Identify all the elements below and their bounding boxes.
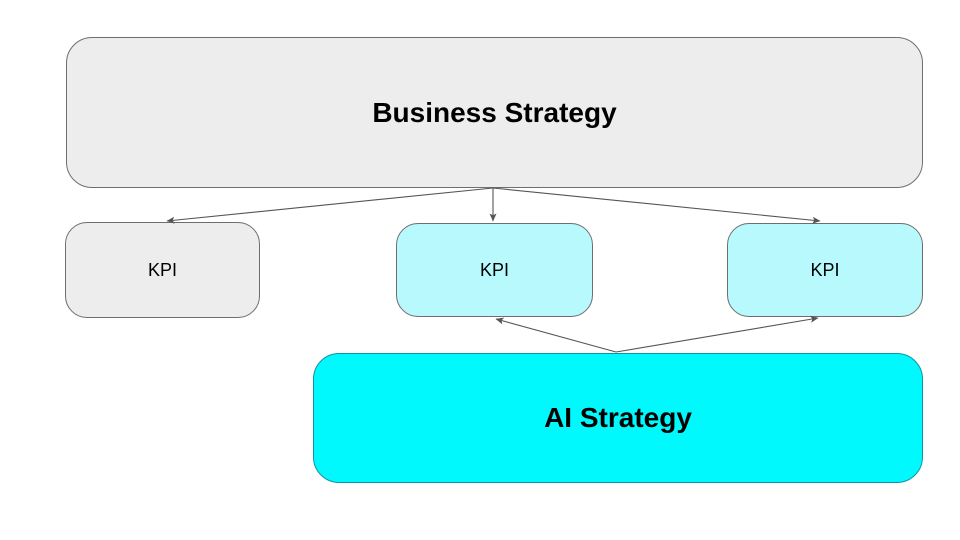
node-ai-strategy-label: AI Strategy bbox=[544, 402, 692, 433]
node-business-strategy: Business Strategy bbox=[66, 37, 923, 188]
edge-business-to-kpi-right bbox=[492, 187, 821, 224]
node-kpi-middle: KPI bbox=[396, 223, 593, 317]
edge-ai-to-kpi-right bbox=[615, 315, 819, 353]
edge-ai-to-kpi-middle bbox=[495, 317, 617, 353]
node-kpi-middle-label: KPI bbox=[479, 259, 509, 280]
node-kpi-right: KPI bbox=[727, 223, 923, 317]
node-kpi-right-label: KPI bbox=[810, 259, 840, 280]
node-kpi-left-label: KPI bbox=[147, 259, 177, 280]
node-kpi-left: KPI bbox=[65, 222, 260, 318]
edge-business-to-kpi-left bbox=[166, 187, 494, 224]
node-business-strategy-label: Business Strategy bbox=[372, 96, 617, 128]
node-ai-strategy: AI Strategy bbox=[313, 353, 923, 483]
